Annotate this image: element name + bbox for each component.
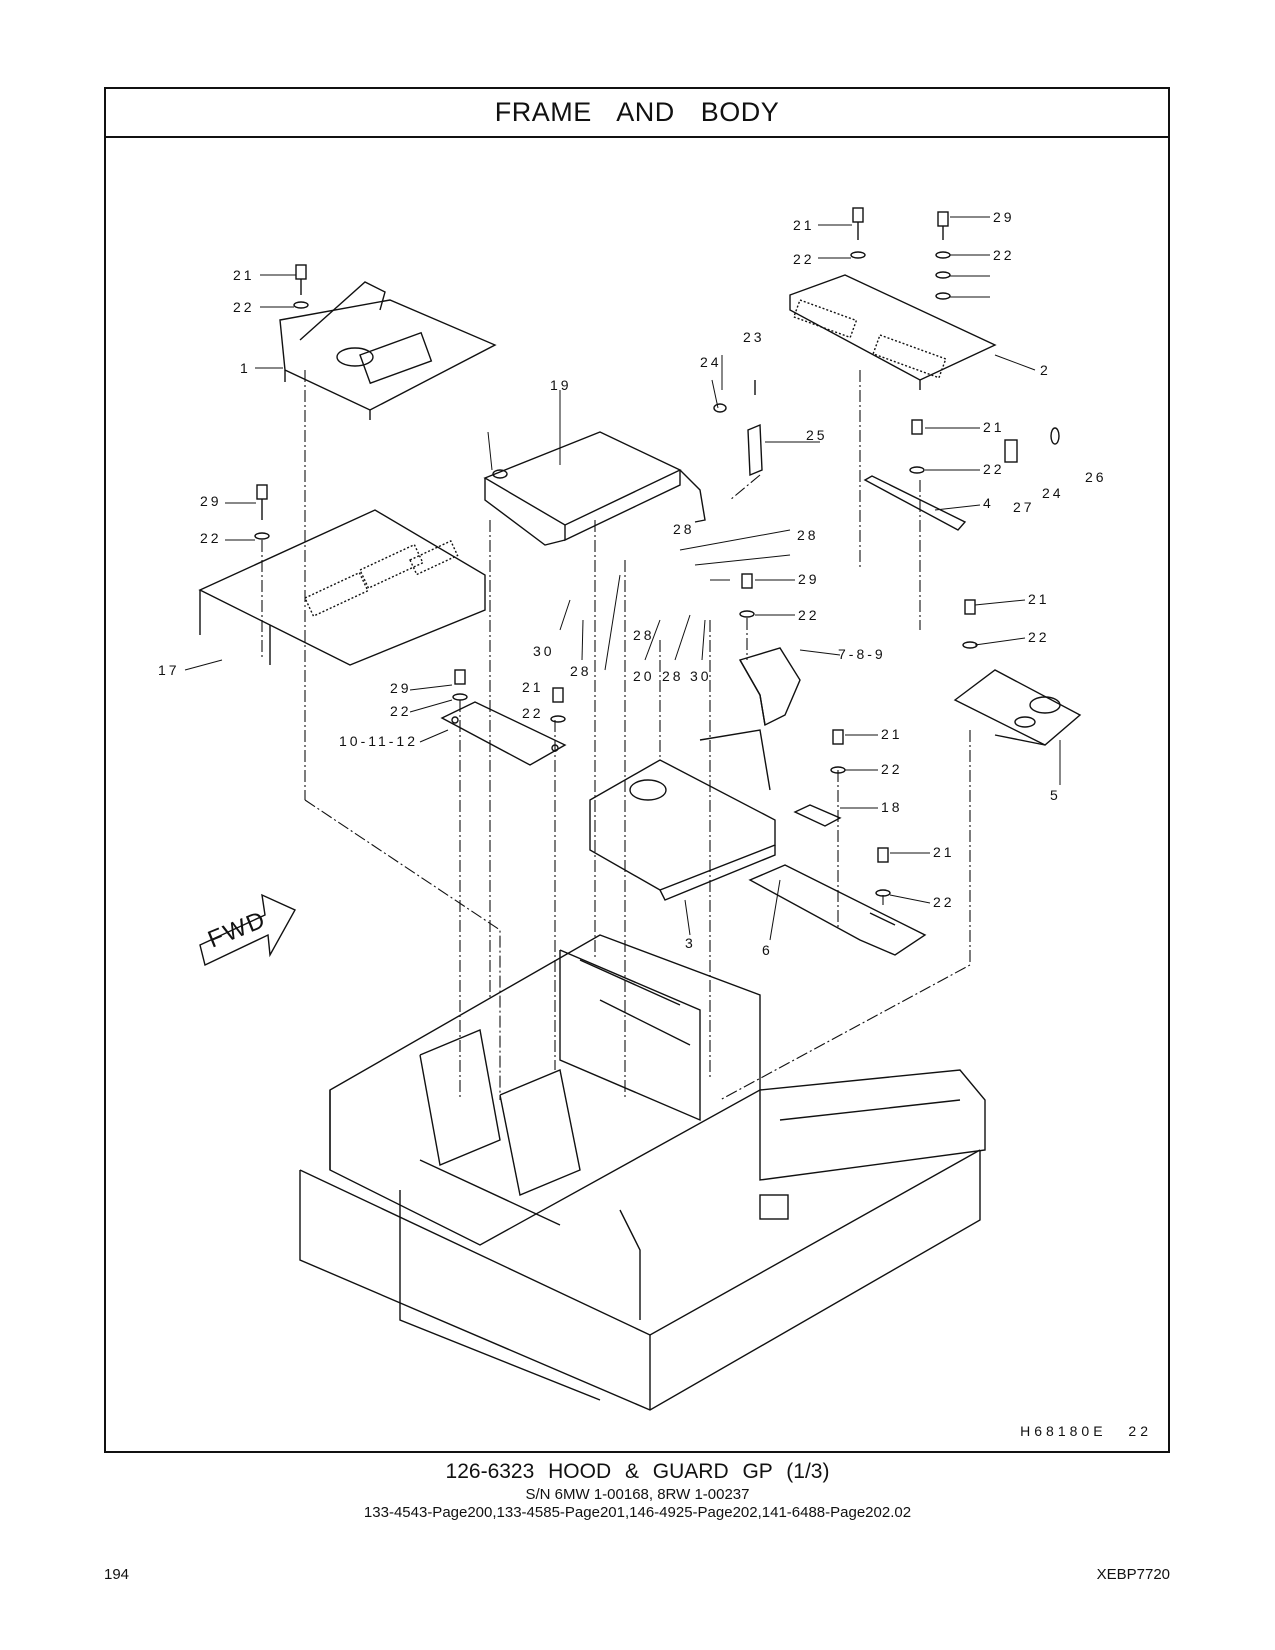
callout-18: 22	[522, 705, 544, 721]
alignment-lines	[261, 370, 971, 1101]
callout-17: 21	[233, 267, 255, 283]
callout-18: 22	[798, 607, 820, 623]
part-7-8-9	[738, 647, 801, 727]
callout-5: 5	[1050, 787, 1061, 803]
figure-frame: FRAME AND BODY H68180E 22	[104, 87, 1170, 1453]
callout-18: 22	[793, 251, 815, 267]
callout-14: 18	[881, 799, 903, 815]
callout-18: 22	[933, 894, 955, 910]
part-15-cover	[483, 431, 706, 546]
callout-26: 30	[533, 643, 555, 659]
callout-20: 24	[700, 354, 722, 370]
callout-25: 29	[200, 493, 222, 509]
callout-17: 21	[793, 217, 815, 233]
callout-10-11-12: 10-11-12	[339, 733, 418, 749]
callout-17: 21	[522, 679, 544, 695]
callout-6: 6	[762, 942, 773, 958]
callout-17: 21	[881, 726, 903, 742]
callout-13: 17	[158, 662, 180, 678]
callout-20: 24	[1042, 485, 1064, 501]
leader-lines	[184, 216, 1061, 941]
page-number: 194	[104, 1566, 130, 1583]
callout-25: 29	[993, 209, 1015, 225]
callout-18: 22	[200, 530, 222, 546]
callout-18: 22	[993, 247, 1015, 263]
callout-7-8-9: 7-8-9	[838, 646, 886, 662]
callout-25: 29	[798, 571, 820, 587]
part-2-grille	[789, 274, 997, 390]
page-references: 133-4543-Page200,133-4585-Page201,146-49…	[363, 1504, 912, 1521]
callout-labels: 21 22 1 21 22 29 22 2 23 24 19 25 21 22 …	[158, 209, 1107, 958]
callout-24: 28	[673, 521, 695, 537]
callout-4: 4	[983, 495, 994, 511]
callout-19: 23	[743, 329, 765, 345]
part-14	[793, 804, 842, 827]
chassis-drawing	[299, 934, 986, 1411]
callout-17: 21	[933, 844, 955, 860]
part-1-plate	[279, 281, 497, 420]
callout-24: 28	[797, 527, 819, 543]
part-4-bracket	[863, 475, 967, 531]
part-13-cover	[198, 509, 486, 666]
serial-number-range: S/N 6MW 1-00168, 8RW 1-00237	[525, 1486, 750, 1503]
callout-18: 22	[233, 299, 255, 315]
callout-17: 21	[1028, 591, 1050, 607]
exploded-parts-diagram: FWD	[158, 207, 1107, 1411]
part-5-plate	[953, 669, 1082, 746]
callout-22: 26	[1085, 469, 1107, 485]
drawing-number: H68180E 22	[1020, 1423, 1152, 1439]
callout-1: 1	[240, 360, 251, 376]
callout-23: 27	[1013, 499, 1035, 515]
title-bar: FRAME AND BODY	[106, 89, 1168, 138]
part-3-hood	[589, 729, 776, 901]
callout-24: 28	[633, 627, 655, 643]
callout-25: 29	[390, 680, 412, 696]
figure-caption-title: 126-6323 HOOD & GUARD GP (1/3)	[445, 1460, 830, 1483]
callout-18: 22	[390, 703, 412, 719]
callout-24: 28	[662, 668, 684, 684]
callout-3: 3	[685, 935, 696, 951]
callout-18: 22	[1028, 629, 1050, 645]
callout-17: 21	[983, 419, 1005, 435]
fasteners	[254, 207, 1060, 897]
callout-18: 22	[881, 761, 903, 777]
callout-15: 19	[550, 377, 572, 393]
callout-21: 25	[806, 427, 828, 443]
page-title: FRAME AND BODY	[494, 97, 780, 127]
callout-16: 20	[633, 668, 655, 684]
callout-18: 22	[983, 461, 1005, 477]
part-6-bracket	[748, 864, 927, 956]
fwd-arrow: FWD	[199, 893, 296, 966]
callout-24: 28	[570, 663, 592, 679]
fwd-label: FWD	[204, 906, 270, 954]
document-id: XEBP7720	[1096, 1566, 1170, 1583]
callout-2: 2	[1040, 362, 1051, 378]
callout-26: 30	[690, 668, 712, 684]
